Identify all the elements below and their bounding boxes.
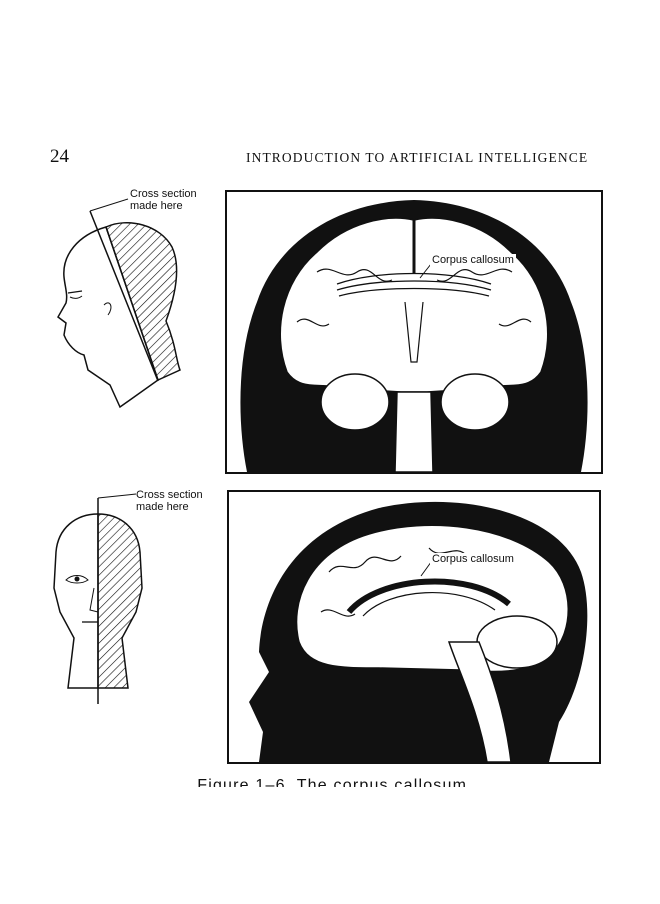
figure-caption-text: Figure 1–6. The corpus callosum. [197, 777, 473, 787]
bottom-sketch-label: Cross section made here [136, 489, 203, 513]
page-number: 24 [50, 146, 69, 167]
top-corpus-callosum-label: Corpus callosum [430, 254, 516, 266]
sagittal-section-panel [227, 490, 601, 764]
top-sketch-label: Cross section made here [130, 188, 197, 212]
top-sketch-label-line1: Cross section [130, 188, 197, 200]
bottom-corpus-callosum-label: Corpus callosum [430, 553, 516, 565]
top-sketch-label-line2: made here [130, 200, 183, 212]
bottom-sketch-label-line2: made here [136, 501, 189, 513]
running-head: INTRODUCTION TO ARTIFICIAL INTELLIGENCE [246, 150, 589, 165]
coronal-section-panel [225, 190, 603, 474]
frontal-head-sketch [50, 488, 160, 708]
profile-head-sketch [48, 195, 198, 410]
figure-caption: Figure 1–6. The corpus callosum. [0, 775, 660, 787]
bottom-sketch-label-line1: Cross section [136, 489, 203, 501]
